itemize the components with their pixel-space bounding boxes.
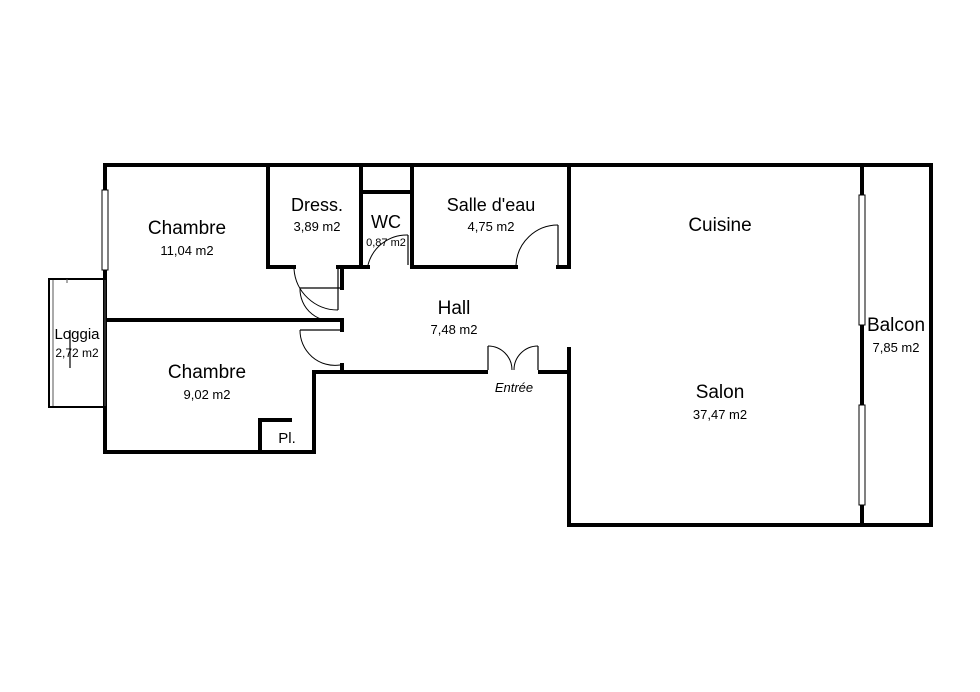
room-hall: Hall 7,48 m2 xyxy=(431,298,478,337)
room-placard: Pl. xyxy=(278,430,296,447)
room-area: 37,47 m2 xyxy=(693,407,747,422)
room-name: Dress. xyxy=(291,195,343,215)
room-loggia: Loggia 2,72 m2 xyxy=(54,326,100,360)
room-area: 2,72 m2 xyxy=(55,346,99,360)
room-wc: WC 0,87 m2 xyxy=(366,212,406,249)
room-area: 11,04 m2 xyxy=(160,243,213,258)
room-name: Balcon xyxy=(867,315,925,336)
room-name: Salon xyxy=(696,382,745,403)
room-name: Chambre xyxy=(168,362,246,383)
room-salle-deau: Salle d'eau 4,75 m2 xyxy=(447,195,536,234)
room-area: 7,85 m2 xyxy=(873,340,920,355)
room-dressing: Dress. 3,89 m2 xyxy=(291,195,343,234)
windows xyxy=(66,189,866,506)
room-area: 7,48 m2 xyxy=(431,322,478,337)
room-name: WC xyxy=(371,212,401,232)
room-name: Hall xyxy=(438,298,471,319)
room-name: Salle d'eau xyxy=(447,195,536,215)
room-area: 4,75 m2 xyxy=(468,219,515,234)
room-cuisine: Cuisine xyxy=(688,215,751,236)
loggia-outline xyxy=(48,278,106,408)
room-area: 3,89 m2 xyxy=(294,219,341,234)
room-name: Pl. xyxy=(278,430,296,447)
entrance-label: Entrée xyxy=(495,380,533,395)
walls xyxy=(103,163,933,527)
room-area: 9,02 m2 xyxy=(184,387,231,402)
room-balcon: Balcon 7,85 m2 xyxy=(867,315,925,355)
room-name: Chambre xyxy=(148,218,226,239)
room-salon: Salon 37,47 m2 xyxy=(693,382,747,422)
room-chambre-2: Chambre 9,02 m2 xyxy=(168,362,246,402)
doors xyxy=(69,224,559,371)
room-name: Loggia xyxy=(54,326,100,343)
room-chambre-1: Chambre 11,04 m2 xyxy=(148,218,226,258)
room-name: Cuisine xyxy=(688,215,751,236)
room-area: 0,87 m2 xyxy=(366,237,406,249)
